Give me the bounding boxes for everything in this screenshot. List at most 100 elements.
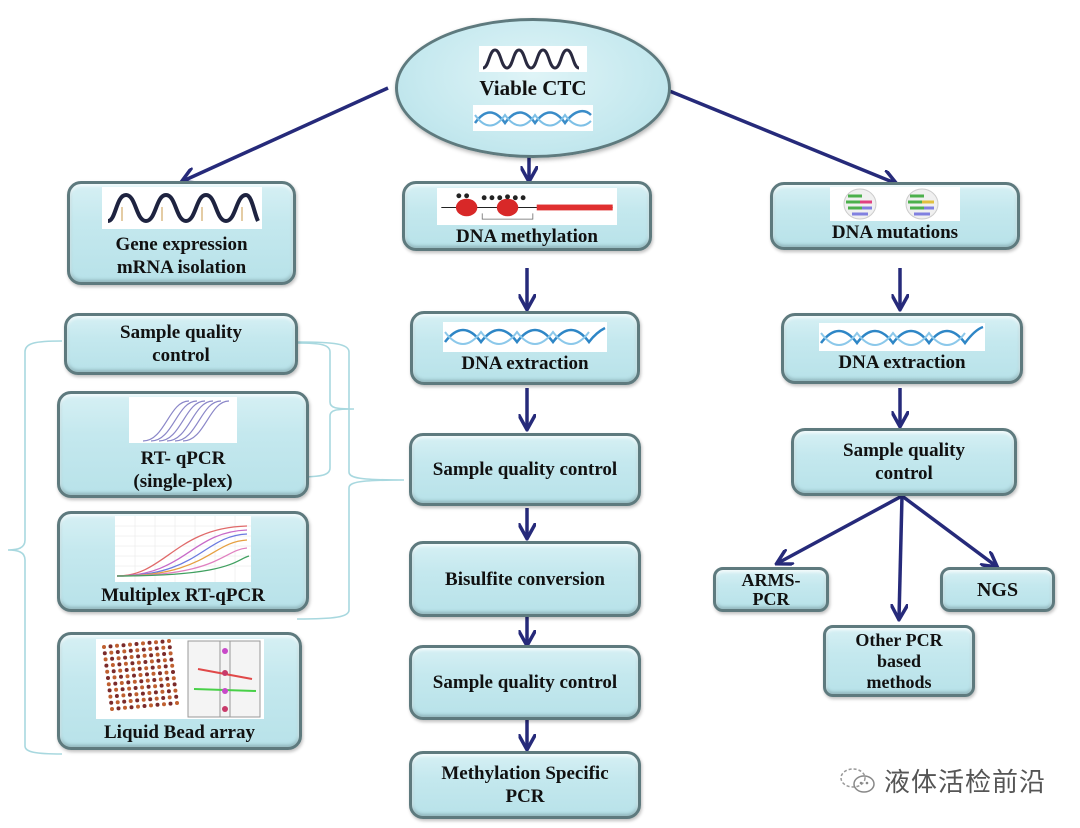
bead-dot — [149, 658, 154, 663]
bead-dot — [125, 679, 130, 684]
bead-dot — [151, 671, 155, 676]
ngs-label: NGS — [976, 578, 1019, 601]
bead-dot — [109, 656, 114, 661]
bead-dot — [160, 695, 165, 700]
bead-dot — [105, 675, 110, 680]
bead-dot — [112, 674, 116, 679]
cpg-island-icon — [437, 188, 617, 225]
right-sample-qc-node: Sample quality control — [791, 428, 1017, 496]
bead-dot — [142, 653, 147, 658]
gene-expression-node: Gene expression mRNA isolation — [67, 181, 296, 285]
arms-pcr-line2: PCR — [752, 588, 790, 609]
bead-dot — [155, 652, 160, 657]
bead-dot — [171, 675, 176, 680]
bead-dot — [169, 663, 174, 668]
other-pcr-line2: based — [876, 650, 921, 671]
bracket-right-lower — [296, 341, 405, 620]
msp-line2: PCR — [505, 786, 545, 807]
bead-dot — [153, 639, 158, 644]
bead-dot — [108, 650, 113, 655]
other-pcr-line3: methods — [866, 671, 932, 692]
arrow-root-to-dna-mutations — [666, 88, 895, 183]
bead-array-icon — [95, 638, 264, 719]
arrow-qc-to-other-pcr — [899, 495, 902, 618]
multiplex-rt-qpcr-node: Multiplex RT-qPCR — [57, 511, 309, 612]
middle-dna-extraction-label: DNA extraction — [461, 352, 589, 374]
bead-dot — [166, 688, 171, 693]
other-pcr-methods-node: Other PCR based methods — [823, 625, 975, 697]
rt-qpcr-line1: RT- qPCR — [140, 447, 226, 469]
bead-dot — [151, 677, 156, 682]
bead-dot — [116, 655, 121, 660]
bead-dot — [126, 686, 131, 691]
bead-dot — [111, 668, 116, 673]
dna-helix-icon — [473, 104, 593, 131]
bead-dot — [152, 683, 157, 688]
bead-dot — [119, 680, 124, 685]
wechat-icon — [840, 767, 875, 793]
bead-dot — [168, 657, 173, 662]
bead-dot — [121, 699, 126, 704]
bead-dot — [172, 681, 177, 686]
rt-qpcr-line2: (single-plex) — [133, 470, 233, 492]
right-dna-extraction-node: DNA extraction — [781, 313, 1023, 384]
left-sample-qc-line1: Sample quality — [120, 322, 242, 343]
arrow-root-to-gene-expression — [183, 86, 389, 181]
bead-dot — [138, 672, 142, 677]
arms-pcr-line1: ARMS- — [741, 569, 801, 590]
bead-dot — [136, 660, 141, 665]
bead-dot — [142, 703, 146, 708]
bead-dot — [123, 661, 128, 666]
bead-dot — [120, 686, 125, 691]
bead-dot — [107, 694, 112, 699]
multiplex-curves-icon — [115, 516, 251, 582]
right-sample-qc-line2: control — [875, 463, 933, 484]
bisulfite-conversion-label: Bisulfite conversion — [445, 568, 605, 590]
bead-dot — [112, 681, 117, 686]
bead-dot — [153, 689, 158, 694]
bead-dot — [103, 663, 108, 668]
rt-qpcr-node: RT- qPCR (single-plex) — [57, 391, 309, 498]
bead-dot — [140, 640, 145, 645]
bead-dot — [116, 661, 121, 666]
bead-dot — [139, 684, 144, 689]
bead-dot — [170, 669, 175, 674]
bead-dot — [160, 639, 164, 644]
bead-dot — [167, 644, 172, 649]
bead-dot — [168, 701, 172, 706]
bead-dot — [157, 670, 162, 675]
bead-dot — [109, 706, 114, 711]
bead-dot — [120, 692, 125, 697]
bead-dot — [122, 705, 127, 710]
arrow-qc-to-ngs — [900, 494, 996, 566]
bead-dot — [147, 696, 152, 701]
bead-dot — [161, 651, 166, 656]
dna-mutations-node: DNA mutations — [770, 182, 1020, 250]
bead-dot — [121, 648, 126, 653]
bead-dot — [155, 702, 159, 707]
bead-dot — [146, 684, 151, 689]
bead-dot — [117, 668, 122, 673]
bead-dot — [104, 669, 109, 674]
bead-dot — [173, 694, 178, 699]
bead-dot — [134, 697, 139, 702]
middle-sample-qc-label-2: Sample quality control — [432, 672, 618, 693]
dna-helix-icon — [443, 321, 607, 352]
msp-line1: Methylation Specific — [441, 763, 609, 784]
chromosome-icon — [830, 187, 960, 221]
bead-dot — [115, 649, 120, 654]
bead-dot — [155, 658, 160, 663]
bead-dot — [138, 678, 143, 683]
bead-dot — [147, 640, 151, 645]
bead-dot — [148, 702, 153, 707]
bead-dot — [137, 666, 142, 671]
arms-pcr-node: ARMS- PCR — [713, 567, 829, 612]
mrna-wave-icon — [101, 187, 262, 229]
mrna-wave-icon — [479, 45, 587, 72]
bead-dot — [163, 663, 168, 668]
bead-dot — [134, 647, 139, 652]
bead-dot — [133, 685, 138, 690]
bead-dot — [146, 690, 151, 695]
bead-dot — [141, 697, 146, 702]
bead-dot — [121, 642, 125, 647]
